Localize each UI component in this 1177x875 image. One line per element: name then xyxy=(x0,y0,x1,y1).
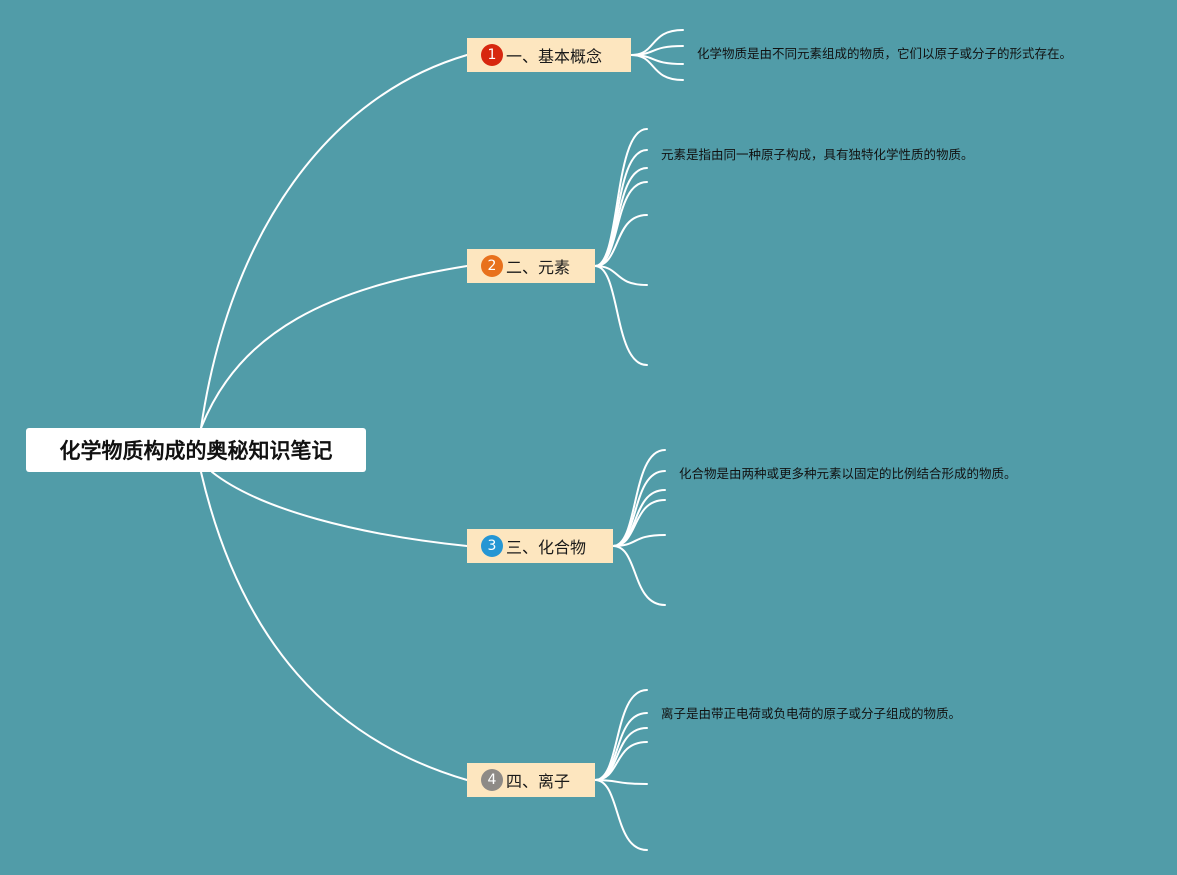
sub-branch-line-1-4 xyxy=(630,54,684,81)
sub-branch-line-3-6 xyxy=(612,545,666,606)
sub-branch-line-2-4 xyxy=(594,181,648,267)
sub-branch-line-2-6 xyxy=(594,265,648,286)
number-1-icon: 1 xyxy=(481,44,503,66)
topic-basic-concepts[interactable]: 1 一、基本概念 xyxy=(467,38,631,72)
sub-branch-line-4-5 xyxy=(594,779,648,785)
sub-branch-line-2-7 xyxy=(594,265,648,366)
sub-branch-line-3-4 xyxy=(612,499,666,547)
topic-ions[interactable]: 4 四、离子 xyxy=(467,763,595,797)
note-basic-concepts[interactable]: 化学物质是由不同元素组成的物质，它们以原子或分子的形式存在。 xyxy=(697,46,1073,61)
number-4-icon: 4 xyxy=(481,769,503,791)
branch-line-2 xyxy=(200,265,468,429)
note-ions[interactable]: 离子是由带正电荷或负电荷的原子或分子组成的物质。 xyxy=(661,706,962,721)
topic-compounds[interactable]: 3 三、化合物 xyxy=(467,529,613,563)
sub-branch-line-4-4 xyxy=(594,741,648,781)
sub-branch-line-1-1 xyxy=(630,29,684,56)
topic-label: 二、元素 xyxy=(506,258,571,277)
number-3-icon: 3 xyxy=(481,535,503,557)
topic-elements[interactable]: 2 二、元素 xyxy=(467,249,595,283)
note-compounds[interactable]: 化合物是由两种或更多种元素以固定的比例结合形成的物质。 xyxy=(679,466,1017,481)
sub-branch-line-1-2 xyxy=(630,45,684,56)
note-elements[interactable]: 元素是指由同一种原子构成，具有独特化学性质的物质。 xyxy=(661,147,974,162)
sub-branch-line-4-6 xyxy=(594,779,648,851)
branch-line-3 xyxy=(211,471,468,547)
sub-branch-line-2-5 xyxy=(594,214,648,267)
topic-label: 一、基本概念 xyxy=(506,47,603,66)
topic-label: 四、离子 xyxy=(506,772,571,791)
branch-line-1 xyxy=(200,54,468,429)
topic-label: 三、化合物 xyxy=(506,538,587,557)
sub-branch-line-3-5 xyxy=(612,534,666,547)
sub-branch-line-4-1 xyxy=(594,689,648,781)
number-2-icon: 2 xyxy=(481,255,503,277)
central-topic[interactable]: 化学物质构成的奥秘知识笔记 xyxy=(26,428,366,472)
branch-line-4 xyxy=(200,471,468,781)
